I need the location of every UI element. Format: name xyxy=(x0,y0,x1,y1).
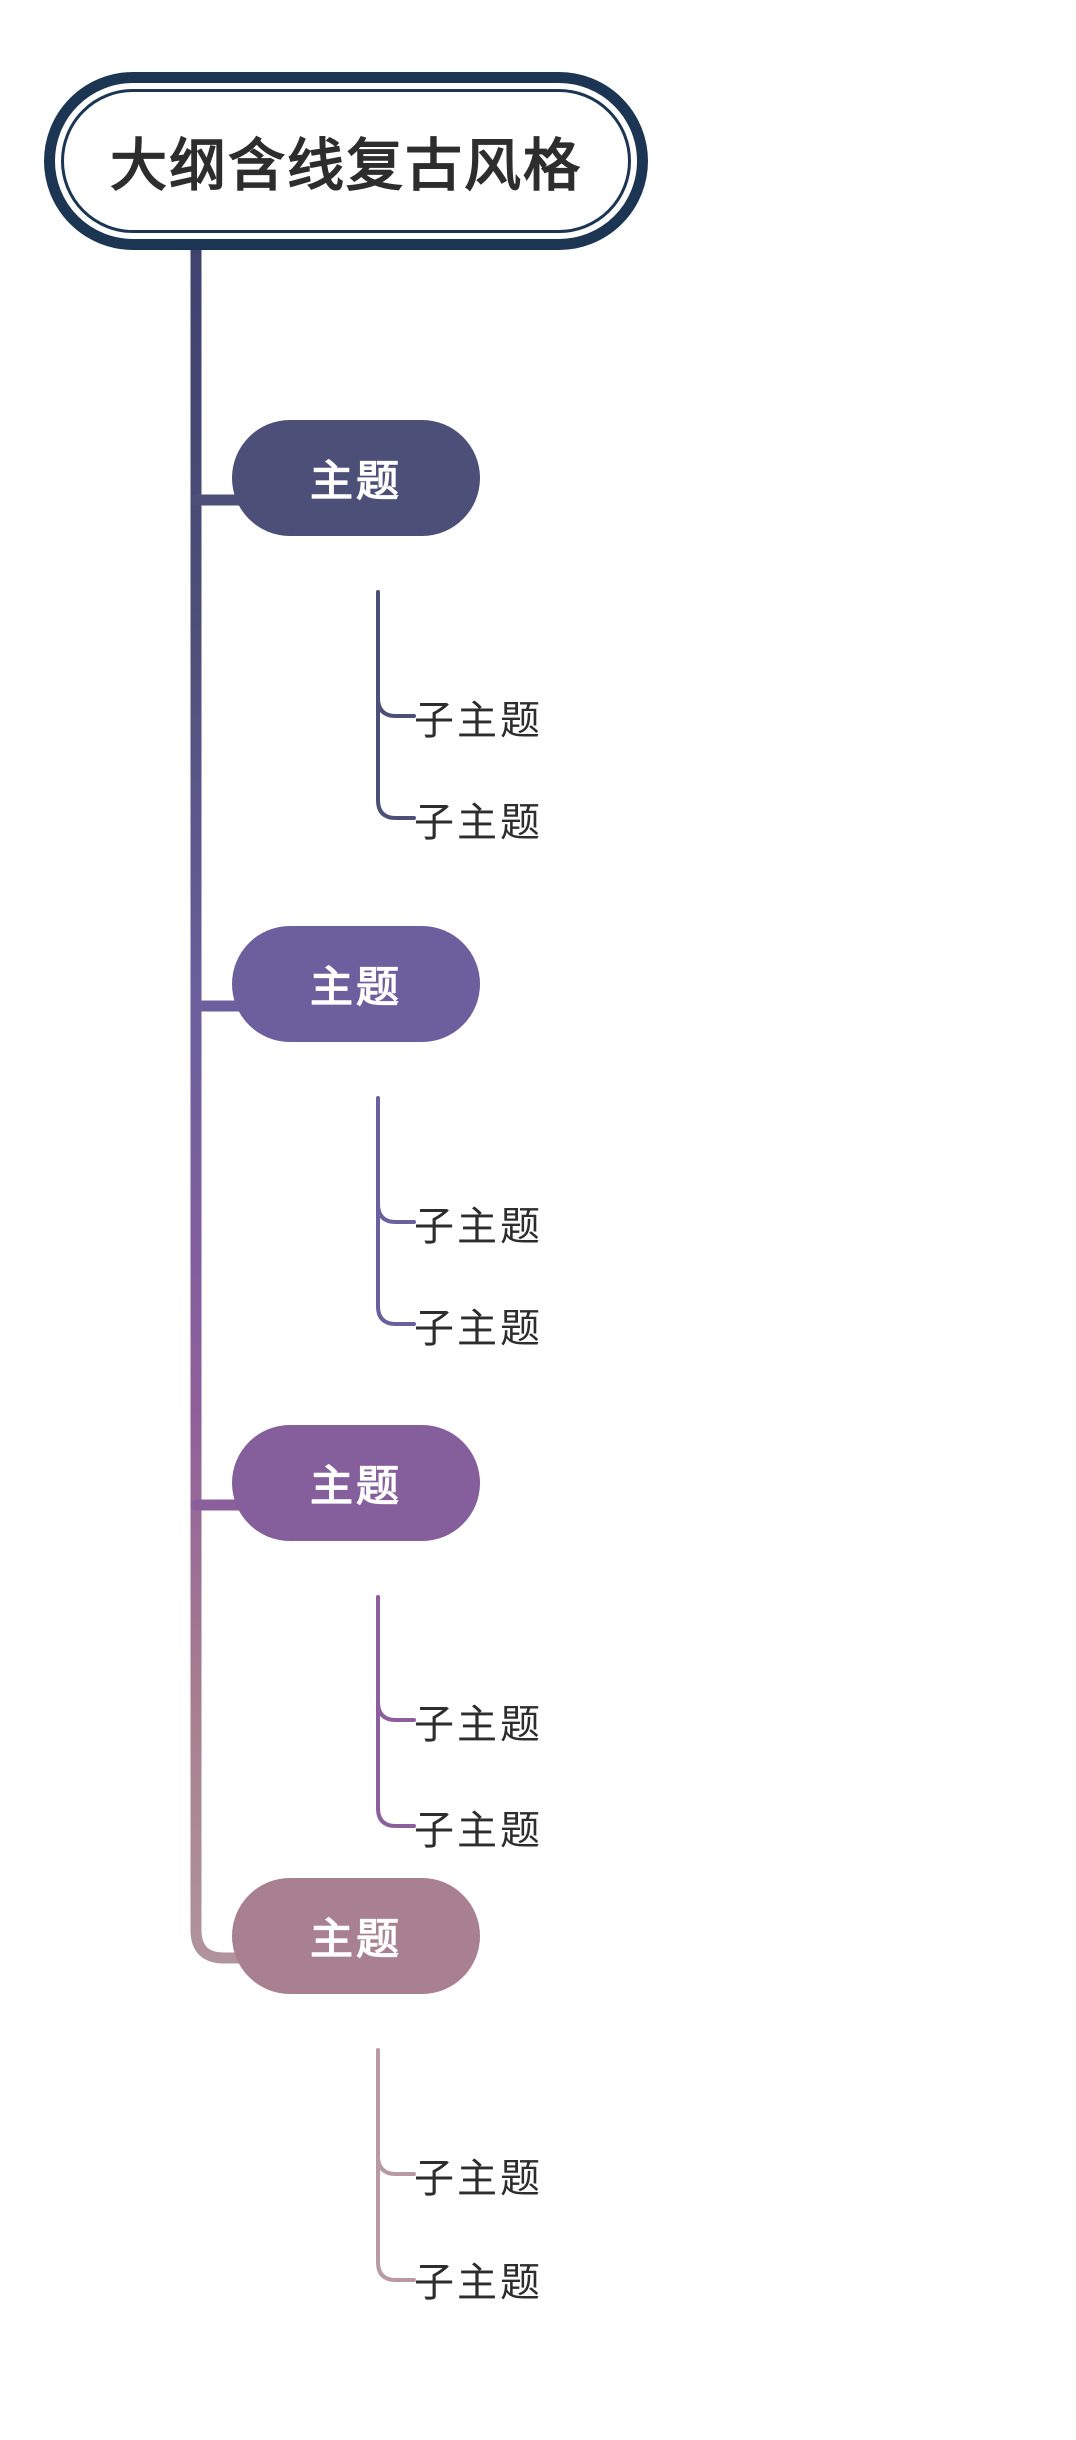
subtopic-node-2-2[interactable]: 子主题 xyxy=(414,1296,543,1354)
subtopic-node-3-2[interactable]: 子主题 xyxy=(414,1798,543,1856)
topic-label-2: 主题 xyxy=(310,965,402,1012)
root-node[interactable]: 大纲含线复古风格 xyxy=(44,72,648,250)
topic-label-1: 主题 xyxy=(310,459,402,506)
subtopic-label-2-2: 子主题 xyxy=(414,1306,543,1351)
topic-label-4: 主题 xyxy=(310,1917,402,1964)
subtopic-node-4-2[interactable]: 子主题 xyxy=(414,2250,543,2308)
subtopic-node-1-1[interactable]: 子主题 xyxy=(414,688,543,746)
subbranch-elbow-3-1 xyxy=(376,1700,416,1722)
subbranch-elbow-4-1 xyxy=(376,2154,416,2176)
topic-node-2[interactable]: 主题 xyxy=(232,926,480,1042)
subbranch-spine-3 xyxy=(376,1595,416,1828)
subtopic-node-2-1[interactable]: 子主题 xyxy=(414,1194,543,1252)
topic-label-3: 主题 xyxy=(310,1464,402,1511)
root-inner-border xyxy=(61,89,631,233)
subtopic-label-1-1: 子主题 xyxy=(414,698,543,743)
subtopic-label-1-2: 子主题 xyxy=(414,800,543,845)
subbranch-spine-2 xyxy=(376,1096,416,1326)
subtopic-label-4-2: 子主题 xyxy=(414,2260,543,2305)
subbranch-spine-4 xyxy=(376,2048,416,2282)
subbranch-elbow-1-1 xyxy=(376,696,416,718)
subtopic-node-1-2[interactable]: 子主题 xyxy=(414,790,543,848)
subbranch-spine-1 xyxy=(376,590,416,820)
subtopic-label-4-1: 子主题 xyxy=(414,2156,543,2201)
subtopic-label-2-1: 子主题 xyxy=(414,1204,543,1249)
subbranch-elbow-2-1 xyxy=(376,1202,416,1224)
topic-node-1[interactable]: 主题 xyxy=(232,420,480,536)
subtopic-node-4-1[interactable]: 子主题 xyxy=(414,2146,543,2204)
subtopic-label-3-1: 子主题 xyxy=(414,1702,543,1747)
subtopic-node-3-1[interactable]: 子主题 xyxy=(414,1692,543,1750)
topic-node-3[interactable]: 主题 xyxy=(232,1425,480,1541)
topic-node-4[interactable]: 主题 xyxy=(232,1878,480,1994)
subtopic-label-3-2: 子主题 xyxy=(414,1808,543,1853)
root-title: 大纲含线复古风格 xyxy=(110,135,582,198)
